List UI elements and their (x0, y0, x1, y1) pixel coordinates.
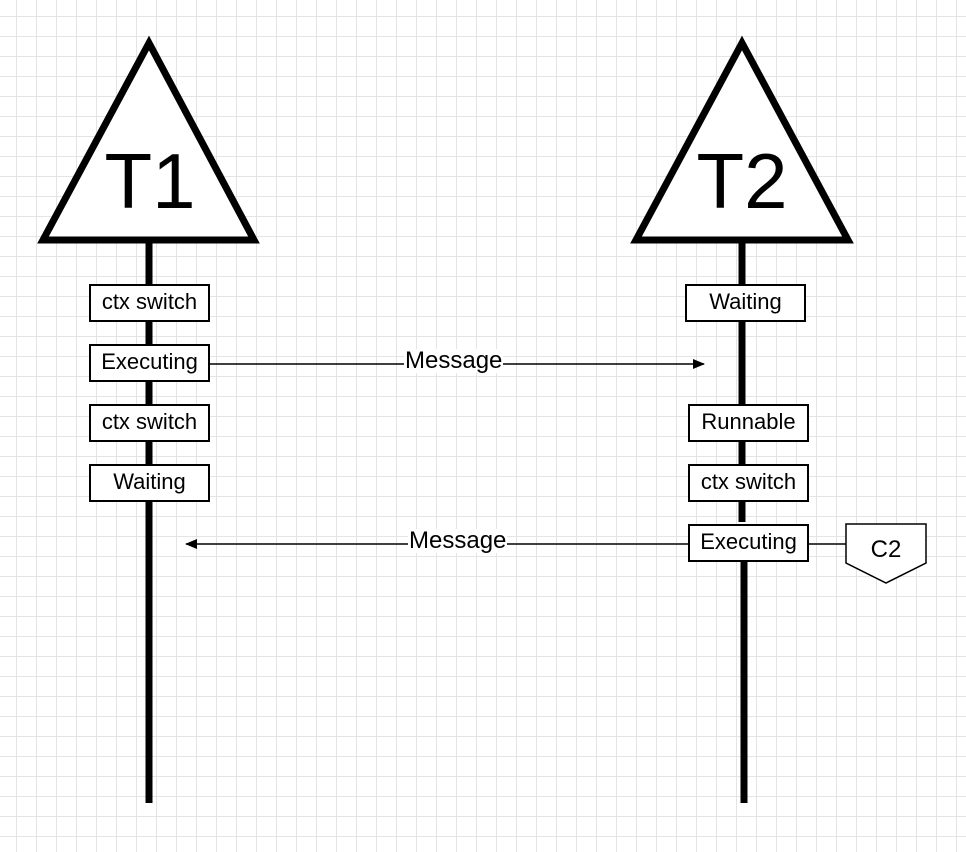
t1-state-ctx-switch-1: ctx switch (89, 284, 210, 322)
t1-state-waiting: Waiting (89, 464, 210, 502)
t2-state-executing: Executing (688, 524, 809, 562)
t1-state-executing: Executing (89, 344, 210, 382)
t2-state-waiting: Waiting (685, 284, 806, 322)
t2-label: T2 (696, 137, 788, 225)
t1-label: T1 (104, 137, 196, 225)
t1-state-ctx-switch-2: ctx switch (89, 404, 210, 442)
t1-head-triangle (37, 35, 260, 244)
offpage-connector-label: C2 (870, 536, 902, 563)
t2-head-triangle (630, 35, 854, 244)
message-label-t2-to-t1: Message (408, 527, 508, 554)
t2-state-runnable: Runnable (688, 404, 809, 442)
offpage-connector-shape (845, 523, 927, 584)
message-label-t1-to-t2: Message (404, 347, 504, 374)
t2-state-ctx-switch: ctx switch (688, 464, 809, 502)
